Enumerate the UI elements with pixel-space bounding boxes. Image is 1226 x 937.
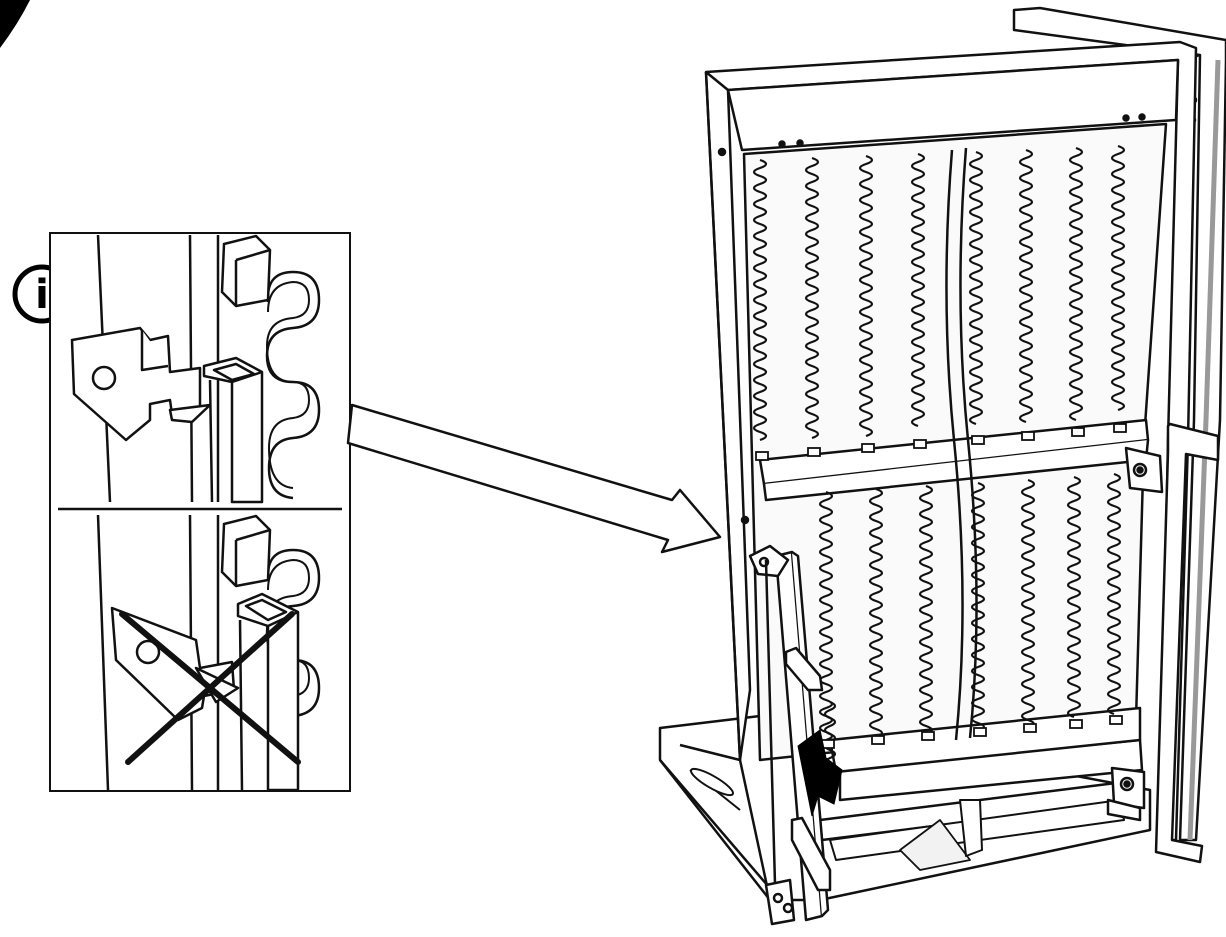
spring-clip (1113, 423, 1127, 433)
cross-mark (119, 611, 301, 765)
spring-clip (971, 435, 985, 445)
spring-coil (818, 490, 834, 742)
spring-clip (921, 731, 935, 741)
callout-arrow (346, 403, 722, 554)
spring-coil (752, 158, 768, 442)
spring-clips (755, 423, 1127, 749)
spring-clip (1109, 715, 1123, 725)
spring-coil (910, 152, 926, 428)
spring-coil (968, 150, 984, 426)
spring-clip (1023, 723, 1037, 733)
correct-bracket-detail (70, 234, 321, 504)
spring-coil (1110, 144, 1126, 412)
spring-coil (804, 156, 820, 440)
spring-clip (913, 439, 927, 449)
spring-coil (1018, 148, 1034, 424)
spring-coil (970, 481, 986, 733)
spring-coil (1020, 478, 1036, 730)
spring-clip (755, 451, 769, 461)
callout-box (49, 232, 351, 792)
info-glyph: i (35, 272, 49, 318)
spring-clip (807, 447, 821, 457)
spring-coil (918, 484, 934, 736)
right-upright-rail (1106, 422, 1220, 864)
spring-clip (1071, 427, 1085, 437)
spring-clip (973, 727, 987, 737)
springs-upper (752, 144, 1126, 442)
spring-clip (1069, 719, 1083, 729)
spring-clip (871, 735, 885, 745)
spring-coil (1106, 472, 1122, 716)
spring-clip (861, 443, 875, 453)
corner-mark (0, 0, 30, 48)
spring-coil (1066, 475, 1082, 719)
push-direction-arrow (797, 729, 843, 817)
spring-clip (1021, 431, 1035, 441)
spring-coil (868, 487, 884, 739)
spring-coil (858, 154, 874, 438)
spring-coil (823, 700, 837, 768)
springs-lower (818, 472, 1122, 768)
left-upright-rail (748, 544, 832, 926)
center-support-strip (945, 147, 978, 741)
spring-coil (1068, 146, 1084, 422)
